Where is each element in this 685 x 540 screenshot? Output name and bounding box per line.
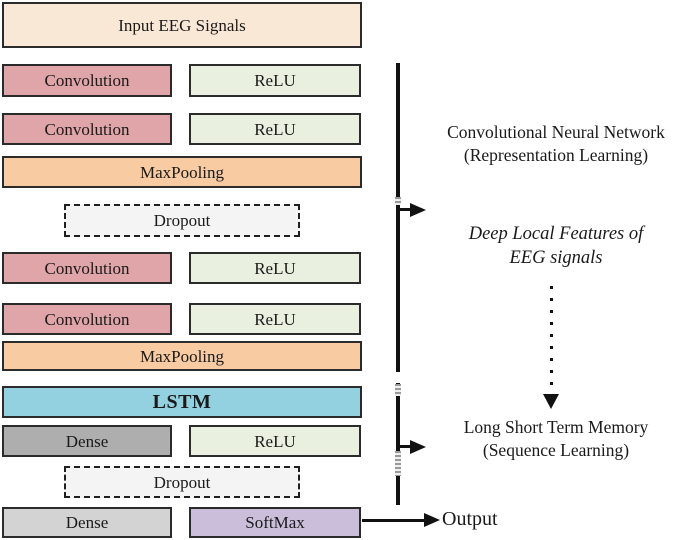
layer-box-lstm: LSTM (2, 386, 362, 418)
cnn-section-label: Convolutional Neural Network (Representa… (422, 121, 685, 167)
output-arrow (362, 519, 426, 522)
connector-joint-mark (395, 451, 401, 476)
layer-box-dropout-1: Dropout (64, 204, 300, 237)
layer-box-input-eeg: Input EEG Signals (2, 2, 362, 48)
cnn-section-label-line2: (Representation Learning) (463, 145, 649, 165)
lstm-bracket-line (396, 383, 400, 505)
lstm-pointer-arrow (398, 445, 414, 448)
output-arrowhead-icon (424, 513, 440, 527)
layer-box-relu-4: ReLU (189, 303, 361, 335)
layer-box-softmax: SoftMax (189, 507, 361, 538)
dotted-flow-arrow (550, 286, 553, 392)
connector-joint-mark (395, 384, 401, 396)
connector-joint-mark (395, 197, 401, 205)
layer-box-relu-1: ReLU (189, 64, 361, 97)
layer-box-convolution-2: Convolution (2, 113, 172, 145)
cnn-pointer-arrowhead-icon (410, 203, 426, 217)
layer-box-convolution-3: Convolution (2, 252, 172, 284)
layer-box-relu-2: ReLU (189, 113, 361, 145)
lstm-section-label-line1: Long Short Term Memory (463, 417, 649, 437)
lstm-section-label-line2: (Sequence Learning) (482, 440, 630, 460)
cnn-pointer-arrow (398, 208, 414, 211)
layer-box-dense-2: Dense (2, 507, 172, 538)
layer-box-dropout-2: Dropout (64, 466, 300, 498)
layer-box-relu-3: ReLU (189, 252, 361, 284)
layer-box-maxpooling-1: MaxPooling (2, 156, 362, 188)
cnn-section-label-line1: Convolutional Neural Network (447, 122, 665, 142)
lstm-pointer-arrowhead-icon (410, 440, 426, 454)
deep-features-label-line1: Deep Local Features of (468, 224, 644, 244)
layer-box-dense-1: Dense (2, 425, 172, 457)
layer-box-convolution-1: Convolution (2, 64, 172, 97)
output-label: Output (442, 508, 498, 530)
layer-box-relu-5: ReLU (189, 425, 361, 457)
deep-features-label-line2: EEG signals (509, 248, 603, 268)
dotted-flow-arrowhead-icon (543, 394, 559, 409)
lstm-section-label: Long Short Term Memory (Sequence Learnin… (422, 416, 685, 462)
deep-features-label: Deep Local Features of EEG signals (422, 222, 685, 270)
layer-box-convolution-4: Convolution (2, 303, 172, 335)
cnn-bracket-line (396, 63, 400, 372)
layer-box-maxpooling-2: MaxPooling (2, 341, 362, 371)
